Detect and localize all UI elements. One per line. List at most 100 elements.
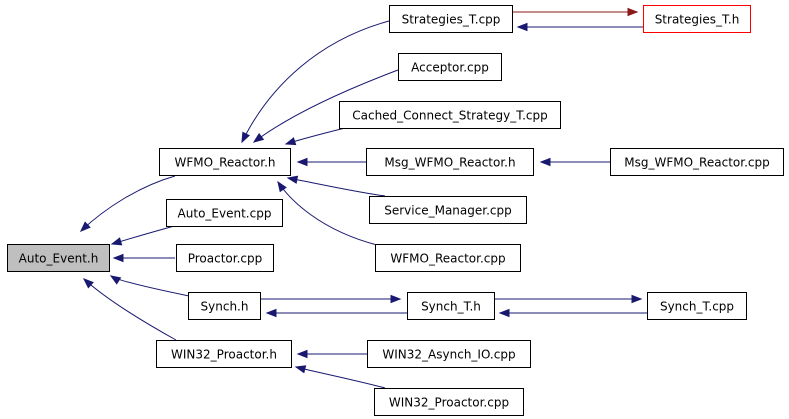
edge-proactor-cpp-to-auto-event-h bbox=[112, 253, 175, 263]
arrowhead-icon bbox=[498, 308, 510, 318]
node-box bbox=[398, 53, 502, 81]
arrowhead-icon bbox=[112, 253, 124, 263]
node-box bbox=[166, 199, 283, 227]
edge-auto-event-cpp-to-auto-event-h bbox=[110, 224, 179, 246]
edges bbox=[80, 7, 647, 389]
node-box bbox=[407, 292, 495, 320]
arrowhead-icon bbox=[277, 180, 287, 193]
arrowhead-icon bbox=[296, 157, 308, 167]
arrowhead-icon bbox=[241, 131, 251, 144]
node-strategies-t-h[interactable]: Strategies_T.h bbox=[643, 5, 751, 33]
edge-win32-proactor-cpp-to-win32-proactor-h bbox=[294, 365, 386, 389]
arrowhead-icon bbox=[539, 157, 551, 167]
node-msg-wfmo-reactor-cpp[interactable]: Msg_WFMO_Reactor.cpp bbox=[610, 148, 784, 176]
edge-line bbox=[241, 20, 390, 143]
node-label: Msg_WFMO_Reactor.cpp bbox=[624, 156, 769, 170]
edge-line bbox=[80, 175, 176, 232]
node-label: Strategies_T.cpp bbox=[402, 13, 501, 27]
node-win32-asynch-io-cpp[interactable]: WIN32_Asynch_IO.cpp bbox=[367, 340, 531, 368]
node-label: Acceptor.cpp bbox=[411, 61, 489, 75]
node-wfmo-reactor-h[interactable]: WFMO_Reactor.h bbox=[159, 148, 291, 176]
edge-acceptor-cpp-to-wfmo-reactor-h bbox=[252, 69, 399, 143]
arrowhead-icon bbox=[284, 137, 297, 146]
node-synch-h[interactable]: Synch.h bbox=[188, 292, 261, 320]
node-box bbox=[159, 148, 291, 176]
arrowhead-icon bbox=[252, 132, 265, 143]
arrowhead-icon bbox=[390, 294, 402, 304]
arrowhead-icon bbox=[631, 294, 643, 304]
node-box bbox=[374, 388, 524, 416]
arrowhead-icon bbox=[627, 7, 639, 17]
arrowhead-icon bbox=[80, 221, 91, 232]
node-label: Msg_WFMO_Reactor.h bbox=[384, 156, 515, 170]
node-label: Synch_T.h bbox=[421, 300, 481, 314]
node-box bbox=[375, 244, 521, 272]
arrowhead-icon bbox=[110, 237, 123, 246]
node-label: Synch_T.cpp bbox=[660, 300, 734, 314]
node-box bbox=[7, 244, 110, 272]
node-box bbox=[188, 292, 261, 320]
node-box bbox=[610, 148, 784, 176]
edge-line bbox=[253, 69, 399, 143]
node-label: Strategies_T.h bbox=[655, 13, 740, 27]
edge-synch-h-to-synch-t-h bbox=[260, 294, 402, 304]
node-proactor-cpp[interactable]: Proactor.cpp bbox=[176, 244, 274, 272]
edge-wfmo-reactor-cpp-to-wfmo-reactor-h bbox=[277, 180, 378, 246]
edge-strategies-t-cpp-to-strategies-t-h bbox=[512, 7, 639, 17]
node-box bbox=[339, 101, 561, 129]
node-acceptor-cpp[interactable]: Acceptor.cpp bbox=[398, 53, 502, 81]
arrowhead-icon bbox=[294, 365, 307, 374]
node-cached-connect-strategy-t-cpp[interactable]: Cached_Connect_Strategy_T.cpp bbox=[339, 101, 561, 129]
edge-cached-connect-strategy-t-cpp-to-wfmo-reactor-h bbox=[284, 127, 346, 146]
node-label: WIN32_Asynch_IO.cpp bbox=[382, 348, 515, 362]
arrowhead-icon bbox=[516, 22, 528, 32]
edge-synch-t-h-to-synch-h bbox=[265, 308, 407, 318]
node-label: Proactor.cpp bbox=[188, 252, 263, 266]
node-label: WIN32_Proactor.h bbox=[171, 348, 277, 362]
node-box bbox=[366, 148, 534, 176]
node-synch-t-cpp[interactable]: Synch_T.cpp bbox=[647, 292, 747, 320]
node-label: Service_Manager.cpp bbox=[384, 204, 512, 218]
node-label: WFMO_Reactor.h bbox=[175, 156, 276, 170]
node-box bbox=[643, 5, 751, 33]
edge-msg-wfmo-reactor-cpp-to-msg-wfmo-reactor-h bbox=[539, 157, 610, 167]
node-box bbox=[389, 5, 513, 33]
node-box bbox=[367, 340, 531, 368]
node-auto-event-h: Auto_Event.h bbox=[7, 244, 110, 272]
edge-synch-t-cpp-to-synch-t-h bbox=[498, 308, 647, 318]
edge-synch-t-h-to-synch-t-cpp bbox=[494, 294, 643, 304]
edge-synch-h-to-auto-event-h bbox=[109, 275, 190, 297]
node-box bbox=[647, 292, 747, 320]
edge-line bbox=[287, 177, 386, 197]
edge-service-manager-cpp-to-wfmo-reactor-h bbox=[286, 175, 386, 197]
node-win32-proactor-h[interactable]: WIN32_Proactor.h bbox=[156, 340, 292, 368]
arrowhead-icon bbox=[296, 349, 308, 359]
node-service-manager-cpp[interactable]: Service_Manager.cpp bbox=[369, 196, 527, 224]
edge-line bbox=[110, 275, 190, 297]
arrowhead-icon bbox=[82, 278, 94, 289]
node-auto-event-cpp[interactable]: Auto_Event.cpp bbox=[166, 199, 283, 227]
node-box bbox=[156, 340, 292, 368]
node-win32-proactor-cpp[interactable]: WIN32_Proactor.cpp bbox=[374, 388, 524, 416]
edge-line bbox=[83, 278, 177, 341]
node-wfmo-reactor-cpp[interactable]: WFMO_Reactor.cpp bbox=[375, 244, 521, 272]
node-box bbox=[369, 196, 527, 224]
node-label: Synch.h bbox=[201, 300, 249, 314]
edge-strategies-t-cpp-to-wfmo-reactor-h bbox=[241, 20, 390, 144]
node-msg-wfmo-reactor-h[interactable]: Msg_WFMO_Reactor.h bbox=[366, 148, 534, 176]
arrowhead-icon bbox=[109, 275, 122, 285]
node-label: WFMO_Reactor.cpp bbox=[390, 252, 505, 266]
edge-win32-asynch-io-cpp-to-win32-proactor-h bbox=[296, 349, 367, 359]
edge-msg-wfmo-reactor-h-to-wfmo-reactor-h bbox=[296, 157, 366, 167]
edge-win32-proactor-h-to-auto-event-h bbox=[82, 278, 177, 341]
arrowhead-icon bbox=[286, 175, 299, 184]
arrowhead-icon bbox=[265, 308, 277, 318]
edge-strategies-t-h-to-strategies-t-cpp bbox=[516, 22, 643, 32]
node-label: Auto_Event.cpp bbox=[178, 207, 272, 221]
node-label: Auto_Event.h bbox=[19, 252, 99, 266]
node-synch-t-h[interactable]: Synch_T.h bbox=[407, 292, 495, 320]
node-label: WIN32_Proactor.cpp bbox=[389, 396, 509, 410]
node-strategies-t-cpp[interactable]: Strategies_T.cpp bbox=[389, 5, 513, 33]
edge-line bbox=[277, 181, 378, 246]
